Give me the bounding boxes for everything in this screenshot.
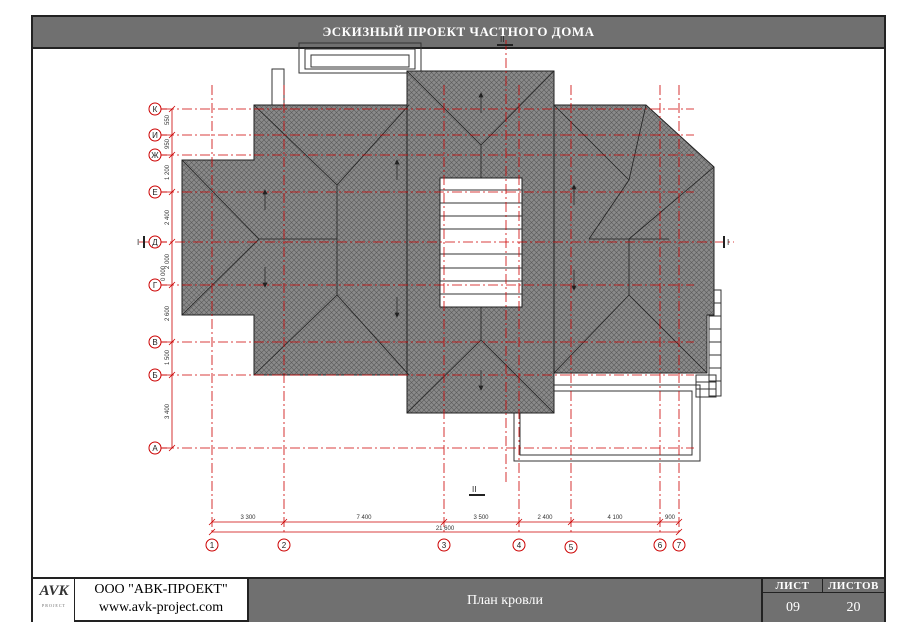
svg-text:Б: Б [152, 371, 157, 380]
svg-text:В: В [152, 338, 157, 347]
row-dim-5: 2 000 [165, 253, 171, 269]
svg-text:1: 1 [210, 541, 215, 550]
col-dim-4: 2 400 [537, 515, 553, 521]
row-axis-bubbles: К И Ж Е Д Г В Б А [148, 102, 167, 455]
svg-text:4: 4 [517, 541, 522, 550]
section-marks: I I II II [137, 35, 729, 496]
axis-bubble-7: 7 [672, 538, 686, 552]
logo-subtext: PROJECT [42, 603, 66, 608]
axis-bubble-G: Г [148, 278, 167, 292]
col-dim-2: 7 400 [356, 515, 372, 521]
row-dim-7: 2 600 [165, 305, 171, 321]
axis-bubble-B: Б [148, 368, 167, 382]
svg-text:II: II [500, 35, 504, 44]
row-dim-6: 0 000 [161, 265, 167, 281]
stairwell-skylight [439, 177, 523, 308]
axis-bubble-E: Е [148, 185, 167, 199]
roof-plan-drawing: 550 950 1 200 2 400 2 000 0 000 2 600 1 … [137, 35, 734, 554]
sheet-title-text: План кровли [466, 593, 543, 608]
axis-bubble-5: 5 [564, 540, 578, 554]
sheets-total-label: ЛИСТОВ [823, 579, 884, 593]
slope-arrows [262, 92, 577, 391]
svg-text:5: 5 [569, 543, 574, 552]
section-mark-left: I [137, 236, 145, 248]
col-dim-labels: 3 300 7 400 3 500 2 400 4 100 900 21 600 [240, 515, 675, 532]
total-dim: 21 600 [436, 526, 455, 532]
sheet-header: ЭСКИЗНЫЙ ПРОЕКТ ЧАСТНОГО ДОМА [33, 17, 884, 49]
axis-bubble-A: А [148, 441, 167, 455]
svg-text:I: I [727, 238, 729, 247]
svg-text:Ж: Ж [151, 151, 159, 160]
stair-steps [695, 289, 722, 398]
company-logo: AVK PROJECT [33, 579, 75, 622]
company-website: www.avk-project.com [98, 600, 224, 615]
logo-mark: AVK [39, 583, 69, 599]
axis-bubble-2: 2 [277, 538, 291, 552]
svg-text:3: 3 [442, 541, 447, 550]
axis-bubble-Zh: Ж [148, 148, 167, 162]
svg-text:2: 2 [282, 541, 287, 550]
axis-bubble-K: К [148, 102, 167, 116]
balcony-top [271, 42, 422, 106]
section-mark-right: I [723, 236, 729, 248]
row-dimension-chain [168, 105, 176, 452]
col-dimension-chain [208, 518, 683, 536]
axis-bubble-4: 4 [512, 538, 526, 552]
row-dim-labels: 550 950 1 200 2 400 2 000 0 000 2 600 1 … [161, 114, 171, 419]
sheet-number-label: ЛИСТ [763, 579, 823, 593]
svg-text:Г: Г [153, 281, 158, 290]
section-mark-bottom: II [469, 485, 485, 496]
axis-bubble-6: 6 [653, 538, 667, 552]
row-dim-1: 550 [165, 114, 171, 125]
svg-text:I: I [137, 238, 139, 247]
grid-axes [139, 40, 734, 535]
sheet-number: 09 [763, 593, 824, 622]
project-title: ЭСКИЗНЫЙ ПРОЕКТ ЧАСТНОГО ДОМА [322, 24, 595, 39]
title-block: AVK PROJECT ООО "АВК-ПРОЕКТ" www.avk-pro… [33, 577, 884, 622]
row-dim-9: 3 400 [165, 403, 171, 419]
row-dim-8: 1 500 [165, 349, 171, 365]
svg-text:Е: Е [152, 188, 157, 197]
col-dim-3: 3 500 [473, 515, 489, 521]
col-dim-5: 4 100 [607, 515, 623, 521]
company-name: ООО "АВК-ПРОЕКТ" [94, 582, 228, 597]
sheets-total: 20 [823, 593, 884, 622]
axis-bubble-3: 3 [437, 538, 451, 552]
column-axis-bubbles: 1 2 3 4 5 6 7 [205, 538, 686, 554]
axis-bubble-I: И [148, 128, 167, 142]
axis-bubble-1: 1 [205, 538, 219, 552]
svg-text:И: И [152, 131, 158, 140]
svg-text:7: 7 [677, 541, 682, 550]
section-mark-top: II [497, 35, 513, 46]
svg-text:6: 6 [658, 541, 663, 550]
skylight-slats [440, 189, 522, 295]
svg-text:Д: Д [152, 238, 158, 247]
terrace-right [513, 289, 722, 462]
svg-text:II: II [472, 485, 476, 494]
ridge-hip-lines [181, 70, 715, 414]
axis-bubble-V: В [148, 335, 167, 349]
row-dim-2: 950 [165, 138, 171, 149]
sheet-title: План кровли [249, 579, 763, 622]
svg-text:А: А [152, 444, 158, 453]
row-dim-4: 2 400 [165, 209, 171, 225]
svg-text:К: К [153, 105, 158, 114]
col-dim-1: 3 300 [240, 515, 256, 521]
row-dim-3: 1 200 [165, 164, 171, 180]
axis-bubble-D: Д [148, 235, 167, 249]
company-info: ООО "АВК-ПРОЕКТ" www.avk-project.com [75, 579, 249, 622]
col-dim-6: 900 [665, 515, 676, 521]
